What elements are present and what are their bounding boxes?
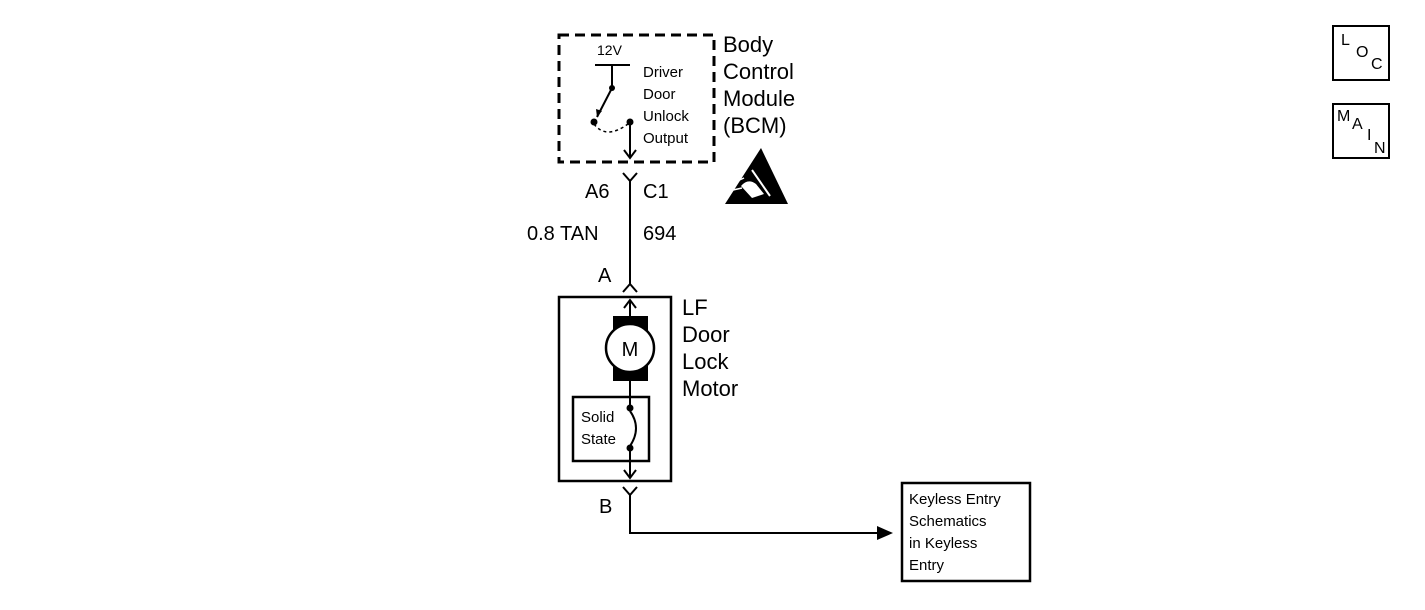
connector-name-label: C1 xyxy=(643,181,669,203)
motor-arrow-down-icon xyxy=(623,469,637,480)
motor-name-label: LF Door Lock Motor xyxy=(682,295,738,401)
wire-gauge-color-label: 0.8 TAN xyxy=(527,223,599,245)
motor-symbol-label: M xyxy=(622,339,639,361)
loc-letter-l: L xyxy=(1341,32,1350,49)
wire-arrow-right-icon xyxy=(877,526,893,540)
motor-connector-b-symbol xyxy=(622,486,638,497)
bcm-output-label: Driver Door Unlock Output xyxy=(643,64,693,147)
loc-letter-o: O xyxy=(1356,44,1369,61)
bcm-box xyxy=(557,33,716,164)
switch-arrow-icon xyxy=(596,109,602,117)
solid-state-box xyxy=(571,395,651,463)
motor-arrow-up-icon xyxy=(623,298,637,309)
keyless-reference-box[interactable] xyxy=(900,481,1032,583)
wire-circuit-label: 694 xyxy=(643,223,676,245)
motor-box xyxy=(557,295,673,483)
bcm-name-label: Body Control Module (BCM) xyxy=(723,32,801,138)
main-letter-i: I xyxy=(1367,127,1372,144)
motor-symbol-icon xyxy=(604,322,656,374)
main-letter-m: M xyxy=(1337,108,1351,125)
solid-state-switch xyxy=(629,410,637,447)
wire-to-keyless xyxy=(629,495,880,534)
esd-warning-icon xyxy=(725,148,788,204)
main-letter-a: A xyxy=(1352,116,1363,133)
switch-mechanical-link xyxy=(593,123,629,133)
solid-state-label: Solid State xyxy=(581,409,619,448)
bcm-voltage-label: 12V xyxy=(597,42,623,58)
connector-c1-symbol xyxy=(622,172,638,183)
output-arrow-icon xyxy=(623,149,637,160)
switch-contact-left xyxy=(590,118,598,126)
loc-button[interactable]: L O C xyxy=(1332,25,1390,81)
connector-pin-label: A6 xyxy=(585,181,609,203)
main-letter-n: N xyxy=(1374,140,1386,157)
solid-state-contact-top xyxy=(626,404,634,412)
loc-letter-c: C xyxy=(1371,56,1383,73)
keyless-reference-label: Keyless Entry Schematics in Keyless Entr… xyxy=(909,491,1005,574)
motor-pin-a-label: A xyxy=(598,265,612,287)
motor-pin-b-label: B xyxy=(599,496,612,518)
motor-connector-a-symbol xyxy=(622,282,638,293)
main-button[interactable]: M A I N xyxy=(1332,103,1390,159)
